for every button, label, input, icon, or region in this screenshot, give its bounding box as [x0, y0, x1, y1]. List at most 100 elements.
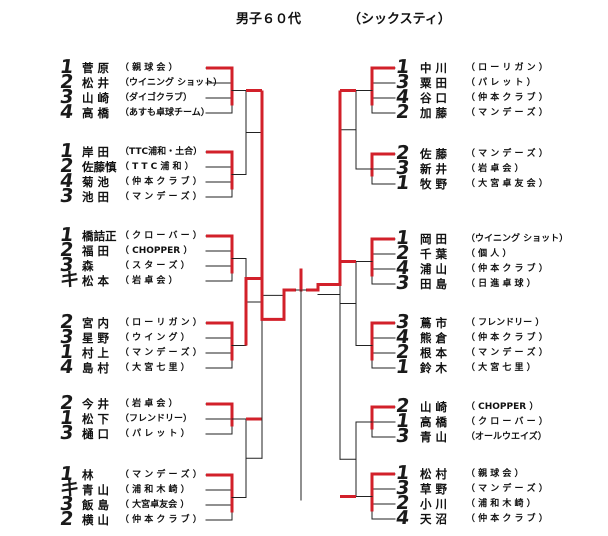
rank-mark: 1 [394, 356, 411, 378]
player-club: （ウイニング ショット） [466, 234, 569, 244]
winner-path [206, 150, 234, 190]
player-name: 小 川 [420, 497, 448, 511]
player-club: （ 岩 卓 会 ） [466, 164, 524, 174]
winner-path [244, 277, 262, 346]
player-name: 蔦 市 [420, 316, 448, 330]
player-name: 松 本 [82, 274, 110, 288]
player-name: 岡 田 [420, 232, 448, 246]
player-name: 飯 島 [82, 498, 110, 512]
player-name: 青 山 [82, 483, 110, 497]
rank-mark: 3 [394, 272, 411, 294]
player-club: （ マ ン デ ー ズ ） [120, 348, 202, 358]
player-club: （ウイニング ショット） [120, 78, 223, 88]
player-club: （ ウ イ ン グ ） [120, 333, 190, 343]
player-club: （ マ ン デ ー ズ ） [466, 108, 548, 118]
player-name: 菅 原 [82, 61, 110, 75]
player-club: （ 大 宮 七 里 ） [120, 363, 190, 373]
winner-path [206, 234, 234, 274]
player-name: 高 橋 [420, 415, 448, 429]
rank-mark: 4 [58, 101, 75, 123]
player-club: （ダイゴクラブ） [120, 93, 193, 103]
player-club: （ CHOPPER ） [120, 246, 193, 256]
player-club: （ パ レ ッ ト ） [466, 78, 536, 88]
player-club: （ フレンドリー ） [466, 318, 545, 328]
winner-path [370, 66, 395, 106]
player-club: （ ク ロ ー バ ー ） [466, 417, 548, 427]
player-name: 草 野 [420, 482, 448, 496]
player-club: （ ロ ー リ ガ ン ） [120, 318, 202, 328]
player-club: （ 親 球 会 ） [466, 469, 524, 479]
winner-path [370, 321, 395, 361]
player-name: 佐藤慎 [82, 160, 117, 174]
player-name: 浦 山 [420, 262, 448, 276]
player-club: （ 浦 和 木 崎 ） [120, 485, 190, 495]
player-club: （フレンドリー） [120, 414, 193, 424]
winner-path [206, 473, 234, 513]
player-name: 松 下 [82, 412, 110, 426]
winner-path [370, 472, 395, 512]
winner-path [206, 66, 234, 106]
player-name: 加 藤 [420, 106, 448, 120]
player-name: 根 本 [420, 346, 448, 360]
player-club: （ 大宮卓友会 ） [120, 500, 190, 510]
player-club: （ 仲 本 ク ラ ブ ） [466, 514, 548, 524]
winner-path [206, 321, 234, 361]
player-name: 熊 倉 [420, 331, 448, 345]
rank-mark: 2 [58, 508, 75, 530]
player-name: 粟 田 [420, 76, 448, 90]
player-name: 菊 池 [82, 175, 110, 189]
player-name: 村 上 [82, 346, 110, 360]
player-club: （ ロ ー リ ガ ン ） [466, 63, 548, 73]
player-name: 青 山 [420, 430, 448, 444]
player-club: （ 岩 卓 会 ） [120, 399, 178, 409]
player-club: （ 大 宮 卓 友 会 ） [466, 179, 548, 189]
player-club: （ 仲 本 ク ラ ブ ） [466, 264, 548, 274]
player-name: 池 田 [82, 190, 110, 204]
player-club: （ ス タ ー ズ ） [120, 261, 190, 271]
player-club: （ 岩 卓 会 ） [120, 276, 178, 286]
player-club: （ CHOPPER ） [466, 402, 539, 412]
player-club: （ 仲 本 ク ラ ブ ） [466, 333, 548, 343]
player-club: （オールウエイズ） [466, 432, 547, 442]
player-name: 松 井 [82, 76, 110, 90]
player-club: （ マ ン デ ー ズ ） [466, 149, 548, 159]
rank-mark: 3 [58, 422, 75, 444]
player-club: （ マ ン デ ー ズ ） [466, 484, 548, 494]
player-name: 高 橋 [82, 106, 110, 120]
player-club: （ 大 宮 七 里 ） [466, 363, 536, 373]
player-name: 天 沼 [420, 512, 448, 526]
rank-mark: 3 [394, 425, 411, 447]
player-club: （TTC浦和・土合） [120, 147, 203, 157]
player-name: 中 川 [420, 61, 448, 75]
player-name: 新 井 [420, 162, 448, 176]
rank-mark: 4 [394, 507, 411, 529]
player-club: （ 浦 和 木 崎 ） [466, 499, 536, 509]
player-name: 松 村 [420, 467, 448, 481]
rank-mark: 3 [58, 185, 75, 207]
player-club: （ 日 進 卓 球 ） [466, 279, 536, 289]
player-club: （ 仲 本 ク ラ ブ ） [120, 177, 202, 187]
rank-mark: 2 [394, 101, 411, 123]
winner-path [370, 152, 395, 177]
player-name: 山 崎 [82, 91, 110, 105]
player-club: （あすも卓球チーム） [120, 108, 210, 118]
player-name: 今 井 [82, 397, 110, 411]
rank-mark: 1 [394, 172, 411, 194]
player-name: 福 田 [82, 244, 110, 258]
winner-path [260, 90, 296, 321]
player-name: 島 村 [82, 361, 110, 375]
player-club: （ マ ン デ ー ズ ） [120, 470, 202, 480]
player-name: 林 [82, 468, 94, 482]
player-club: （ 個 人 ） [466, 249, 512, 259]
player-club: （ 親 球 会 ） [120, 63, 178, 73]
player-club: （ 仲 本 ク ラ ブ ） [120, 515, 202, 525]
player-club: （ T T C 浦 和 ） [120, 162, 194, 172]
player-name: 牧 野 [420, 177, 448, 191]
player-club: （ パ レ ッ ト ） [120, 429, 190, 439]
rank-mark: キ [58, 269, 81, 291]
winner-path [370, 405, 395, 430]
player-name: 鈴 木 [420, 361, 448, 375]
player-club: （ 仲 本 ク ラ ブ ） [466, 93, 548, 103]
